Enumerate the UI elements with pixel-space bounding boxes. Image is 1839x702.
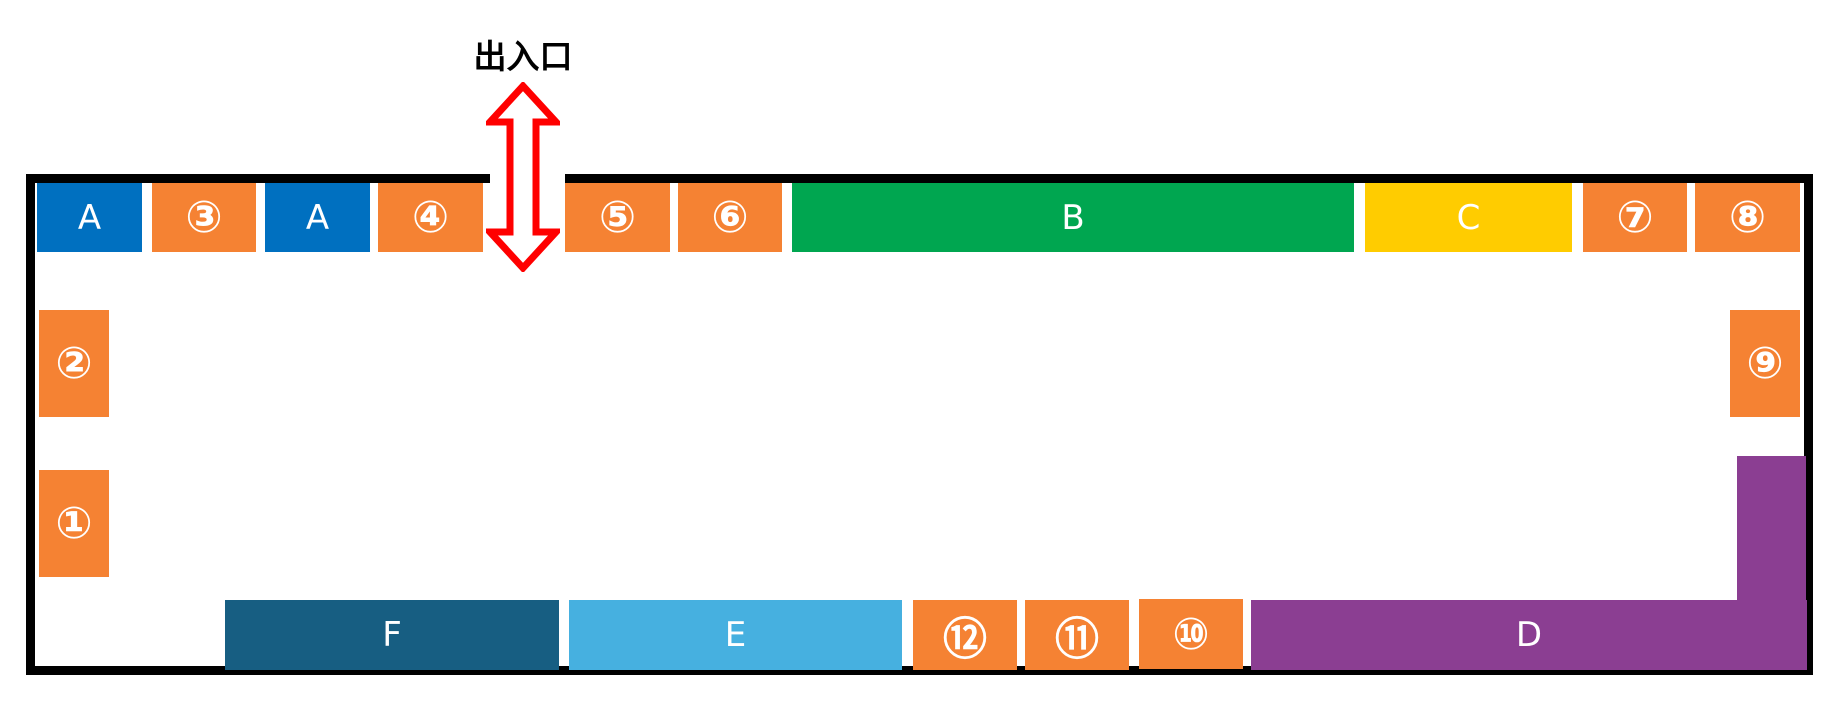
- booth-7: ⑦: [1583, 183, 1687, 252]
- booth-12: ⑫: [913, 600, 1017, 670]
- zone-d: D: [1251, 600, 1807, 670]
- booth-5: ⑤: [565, 183, 670, 252]
- zone-c: C: [1365, 183, 1572, 252]
- booth-6: ⑥: [678, 183, 782, 252]
- zone-f: F: [225, 600, 559, 670]
- booth-4: ④: [378, 183, 483, 252]
- booth-8: ⑧: [1695, 183, 1800, 252]
- booth-10: ⑩: [1139, 599, 1243, 669]
- booth-9: ⑨: [1730, 310, 1800, 417]
- zone-d-vertical-section: [1737, 456, 1806, 616]
- zone-a-left: A: [37, 183, 142, 252]
- booth-3: ③: [152, 183, 256, 252]
- zone-e: E: [569, 600, 902, 670]
- floor-plan-outline: [26, 174, 1813, 675]
- double-vertical-arrow-icon: [486, 82, 560, 272]
- zone-a-right: A: [265, 183, 370, 252]
- booth-11: ⑪: [1025, 600, 1129, 670]
- entrance-label: 出入口: [473, 37, 573, 76]
- booth-2: ②: [39, 310, 109, 417]
- booth-1: ①: [39, 470, 109, 577]
- zone-b: B: [792, 183, 1354, 252]
